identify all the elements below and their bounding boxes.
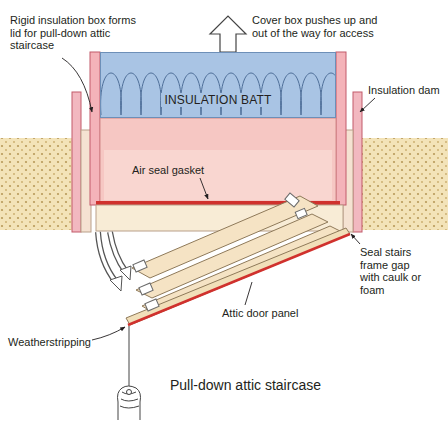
attic-door-panel	[126, 228, 350, 325]
hand	[118, 386, 141, 420]
batt-pattern	[101, 53, 336, 118]
callout-label: Cover box pushes up and out of the way f…	[252, 14, 390, 39]
air-flow-arrow	[98, 232, 131, 291]
rigid-box	[100, 118, 336, 202]
weatherstripping	[128, 234, 350, 325]
lift-arrow	[210, 16, 246, 52]
callout-label: Weatherstripping	[8, 336, 90, 349]
callout-label: Insulation dam	[368, 84, 446, 97]
callout-label: Attic door panel	[222, 307, 332, 320]
batt-waves	[101, 73, 336, 115]
callout-label: Rigid insulation box forms lid for pull-…	[10, 14, 142, 52]
rigid-box-inner	[104, 150, 332, 200]
rigid-box-side	[90, 52, 100, 205]
hinge	[133, 193, 307, 311]
insulation-batt: INSULATION BATT	[100, 52, 336, 118]
batt-label: INSULATION BATT	[161, 93, 274, 107]
rigid-box-side	[336, 52, 346, 205]
caption-label: Pull-down attic staircase	[170, 378, 370, 394]
loose-fill-insulation	[362, 138, 448, 230]
insulation-dam	[72, 92, 81, 232]
pull-cord	[129, 326, 130, 388]
loose-fill-insulation	[0, 138, 72, 230]
insulation-dam	[353, 92, 362, 232]
callout-label: Air seal gasket	[132, 164, 242, 177]
callout-label: Seal stairs frame gap with caulk or foam	[360, 246, 424, 296]
